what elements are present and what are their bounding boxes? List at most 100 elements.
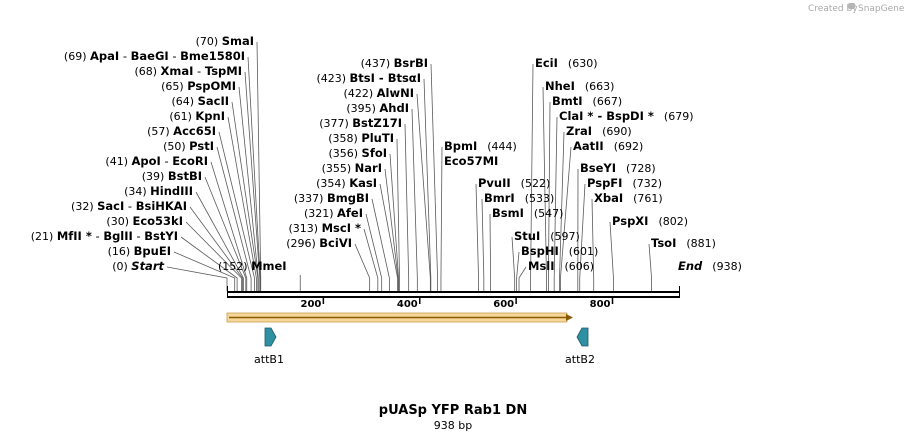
enzyme-site-afei[interactable]: (321) AfeI bbox=[304, 206, 363, 220]
enzyme-name: BspHI bbox=[521, 244, 559, 258]
enzyme-site-nhei[interactable]: NheI(663) bbox=[545, 79, 614, 93]
enzyme-site-acc65i[interactable]: (57) Acc65I bbox=[147, 124, 216, 138]
enzyme-site-kasi[interactable]: (354) KasI bbox=[316, 176, 377, 190]
attB1-arrow-icon bbox=[264, 327, 277, 347]
enzyme-label: TsoI(881) bbox=[651, 236, 716, 250]
enzyme-site-alwni[interactable]: (422) AlwNI bbox=[344, 86, 414, 100]
enzyme-site-ecii[interactable]: EciI(630) bbox=[535, 56, 598, 70]
enzyme-site-psti[interactable]: (50) PstI bbox=[163, 139, 214, 153]
leader-hindiii bbox=[195, 191, 244, 291]
enzyme-site-btsi-bts-i[interactable]: (423) BtsI - BtsαI bbox=[316, 71, 421, 85]
enzyme-site-nari[interactable]: (355) NarI bbox=[322, 161, 382, 175]
enzyme-site-apai[interactable]: (69) ApaI - BaeGI - Bme1580I bbox=[64, 49, 245, 63]
enzyme-site-aatii[interactable]: AatII(692) bbox=[573, 139, 643, 153]
enzyme-site-tsoi[interactable]: TsoI(881) bbox=[651, 236, 716, 250]
enzyme-label: BmrI(533) bbox=[484, 191, 554, 205]
enzyme-name: Bme1580I bbox=[180, 49, 245, 63]
enzyme-label: StuI(597) bbox=[514, 229, 580, 243]
enzyme-labels: (70) SmaI(69) ApaI - BaeGI - Bme1580I(68… bbox=[31, 34, 742, 273]
enzyme-name: KasI bbox=[349, 176, 377, 190]
enzyme-label: ZraI(690) bbox=[566, 124, 632, 138]
enzyme-site-sacii[interactable]: (64) SacII bbox=[172, 94, 230, 108]
enzyme-site-pspomi[interactable]: (65) PspOMI bbox=[161, 79, 236, 93]
enzyme-position: (68) bbox=[134, 65, 160, 78]
enzyme-site-pspxi[interactable]: PspXI(802) bbox=[612, 214, 688, 228]
enzyme-site-msli[interactable]: MslI(606) bbox=[528, 259, 594, 273]
enzyme-position: (16) bbox=[108, 245, 134, 258]
enzyme-name: BsiHKAI bbox=[136, 199, 187, 213]
enzyme-site-eco53ki[interactable]: (30) Eco53kI bbox=[106, 214, 183, 228]
leader-saci bbox=[189, 206, 243, 291]
enzyme-site-pvuii[interactable]: PvuII(522) bbox=[478, 176, 550, 190]
enzyme-label: (50) PstI bbox=[163, 139, 214, 153]
enzyme-site-bmgbi[interactable]: (337) BmgBI bbox=[294, 191, 369, 205]
leader-psti bbox=[216, 146, 252, 291]
enzyme-site-bmri[interactable]: BmrI(533) bbox=[484, 191, 554, 205]
enzyme-site-msci[interactable]: (313) MscI * bbox=[289, 221, 361, 235]
enzyme-label: ClaI * - BspDI *(679) bbox=[559, 109, 694, 123]
enzyme-position: (30) bbox=[106, 215, 132, 228]
enzyme-site-pluti[interactable]: (358) PluTI bbox=[328, 131, 394, 145]
enzyme-label: (34) HindIII bbox=[124, 184, 193, 198]
enzyme-site-mfii[interactable]: (21) MfII * - BglII - BstYI bbox=[31, 229, 178, 243]
leader-msli bbox=[518, 266, 527, 291]
enzyme-site-bpmi[interactable]: BpmI(444) bbox=[444, 139, 517, 153]
enzyme-site-bcivi[interactable]: (296) BciVI bbox=[286, 236, 352, 250]
enzyme-separator: - bbox=[133, 229, 144, 243]
leader-sfoi bbox=[389, 153, 399, 291]
leader-pspomi bbox=[238, 86, 259, 291]
enzyme-site-apoi[interactable]: (41) ApoI - EcoRI bbox=[105, 154, 208, 168]
enzyme-label: (377) BstZ17I bbox=[319, 116, 402, 130]
enzyme-site-bseyi[interactable]: BseYI(728) bbox=[580, 161, 656, 175]
enzyme-site-sfoi[interactable]: (356) SfoI bbox=[328, 146, 387, 160]
feature-attB1[interactable]: attB1 bbox=[254, 327, 284, 366]
enzyme-site-eco57mi[interactable]: Eco57MI bbox=[444, 154, 498, 168]
enzyme-site-pspfi[interactable]: PspFI(732) bbox=[587, 176, 662, 190]
leader-afei bbox=[365, 213, 383, 291]
enzyme-site-bstz17i[interactable]: (377) BstZ17I bbox=[319, 116, 402, 130]
enzyme-site-zrai[interactable]: ZraI(690) bbox=[566, 124, 632, 138]
enzyme-name: BstZ17I bbox=[352, 116, 402, 130]
enzyme-site-bsrbi[interactable]: (437) BsrBI bbox=[361, 56, 428, 70]
enzyme-site-hindiii[interactable]: (34) HindIII bbox=[124, 184, 193, 198]
enzyme-name: BtsI - BtsαI bbox=[350, 71, 421, 85]
enzyme-site-smai[interactable]: (70) SmaI bbox=[196, 34, 254, 48]
enzyme-position: (34) bbox=[124, 185, 150, 198]
enzyme-label: (313) MscI * bbox=[289, 221, 361, 235]
enzyme-site-mmei[interactable]: (152) MmeI bbox=[218, 259, 287, 273]
enzyme-site-xbai[interactable]: XbaI(761) bbox=[594, 191, 663, 205]
enzyme-site-bstbi[interactable]: (39) BstBI bbox=[142, 169, 202, 183]
enzyme-site-stui[interactable]: StuI(597) bbox=[514, 229, 580, 243]
enzyme-site-bpuei[interactable]: (16) BpuEI bbox=[108, 244, 171, 258]
enzyme-site-end[interactable]: End(938) bbox=[678, 259, 742, 273]
enzyme-site-clai-bspdi[interactable]: ClaI * - BspDI *(679) bbox=[559, 109, 694, 123]
feature-attB2[interactable]: attB2 bbox=[565, 327, 595, 366]
enzyme-site-bsphi[interactable]: BspHI (601) bbox=[521, 244, 598, 258]
leader-eco53ki bbox=[185, 221, 242, 291]
enzyme-position: (354) bbox=[316, 177, 349, 190]
enzyme-label: (356) SfoI bbox=[328, 146, 387, 160]
enzyme-position: (601) bbox=[569, 245, 599, 258]
enzyme-site-xmai[interactable]: (68) XmaI - TspMI bbox=[134, 64, 242, 78]
enzyme-label: (296) BciVI bbox=[286, 236, 352, 250]
leader-pluti bbox=[396, 138, 400, 291]
enzyme-site-kpni[interactable]: (61) KpnI bbox=[169, 109, 225, 123]
leader-bstbi bbox=[204, 176, 247, 291]
enzyme-separator: - bbox=[161, 154, 172, 168]
enzyme-position: (70) bbox=[196, 35, 222, 48]
orf-arrow[interactable] bbox=[226, 312, 573, 323]
enzyme-position: (337) bbox=[294, 192, 327, 205]
leader-btsi-bts-i bbox=[423, 78, 432, 291]
enzyme-position: (761) bbox=[633, 192, 663, 205]
enzyme-site-saci[interactable]: (32) SacI - BsiHKAI bbox=[71, 199, 187, 213]
enzyme-site-start[interactable]: (0) Start bbox=[112, 259, 164, 273]
enzyme-site-bsmi[interactable]: BsmI(547) bbox=[492, 206, 563, 220]
leader-ahdi bbox=[411, 108, 418, 291]
leader-kasi bbox=[379, 183, 398, 291]
enzyme-name: SacII bbox=[198, 94, 229, 108]
enzyme-site-ahdi[interactable]: (395) AhdI bbox=[346, 101, 409, 115]
enzyme-label: End(938) bbox=[678, 259, 742, 273]
enzyme-name: BaeGI bbox=[131, 49, 169, 63]
enzyme-site-bmti[interactable]: BmtI(667) bbox=[552, 94, 622, 108]
